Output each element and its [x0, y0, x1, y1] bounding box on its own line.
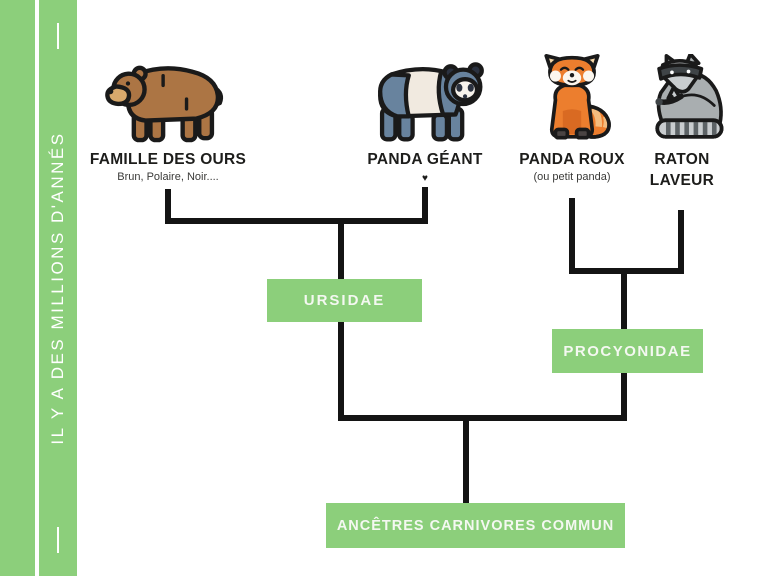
red-panda-icon — [525, 54, 619, 146]
sidebar-title: IL Y A DES MILLIONS D'ANNÉS — [48, 23, 68, 553]
clade-box-ursidae: URSIDAE — [267, 279, 422, 322]
branch-procyonidae-stem-upper — [621, 274, 627, 329]
giant-panda-icon — [363, 60, 487, 148]
branch-ours-vertical — [165, 189, 171, 224]
raccoon-icon — [636, 54, 730, 146]
branch-panda-roux-vertical — [569, 198, 575, 274]
branch-panda-geant-vertical — [422, 187, 428, 224]
sidebar-rule-bottom — [57, 527, 59, 553]
sidebar-inner-strip — [39, 0, 77, 576]
sidebar-title-text: IL Y A DES MILLIONS D'ANNÉS — [48, 131, 67, 445]
taxon-label-ours: FAMILLE DES OURS — [89, 151, 247, 168]
taxon-label-raton-line1: RATON — [654, 151, 710, 168]
taxon-subtitle-panda-roux: (ou petit panda) — [533, 171, 611, 183]
sidebar-rule-top — [57, 23, 59, 50]
branch-ursidae-horizontal — [165, 218, 428, 224]
branch-ursidae-stem-lower — [338, 322, 344, 421]
branch-procyonidae-horizontal — [569, 268, 684, 274]
branch-ursidae-stem-upper — [338, 224, 344, 280]
taxon-subtitle-ours: Brun, Polaire, Noir.... — [117, 171, 219, 183]
clade-box-procyonidae: PROCYONIDAE — [552, 329, 703, 373]
clade-box-ancestor: ANCÊTRES CARNIVORES COMMUN — [326, 503, 625, 548]
branch-root-horizontal — [338, 415, 627, 421]
branch-root-stem — [463, 421, 469, 503]
heart-icon: ♥ — [422, 173, 428, 184]
branch-raton-laveur-vertical — [678, 210, 684, 274]
bear-icon — [104, 62, 232, 144]
taxon-label-raton-laveur: RATON LAVEUR — [602, 149, 762, 191]
taxon-label-panda-geant: PANDA GÉANT — [367, 151, 483, 168]
taxon-label-raton-line2: LAVEUR — [649, 172, 715, 189]
taxon-label-panda-roux: PANDA ROUX — [519, 151, 625, 168]
branch-procyonidae-stem-lower — [621, 373, 627, 421]
sidebar-outer-strip — [0, 0, 35, 576]
